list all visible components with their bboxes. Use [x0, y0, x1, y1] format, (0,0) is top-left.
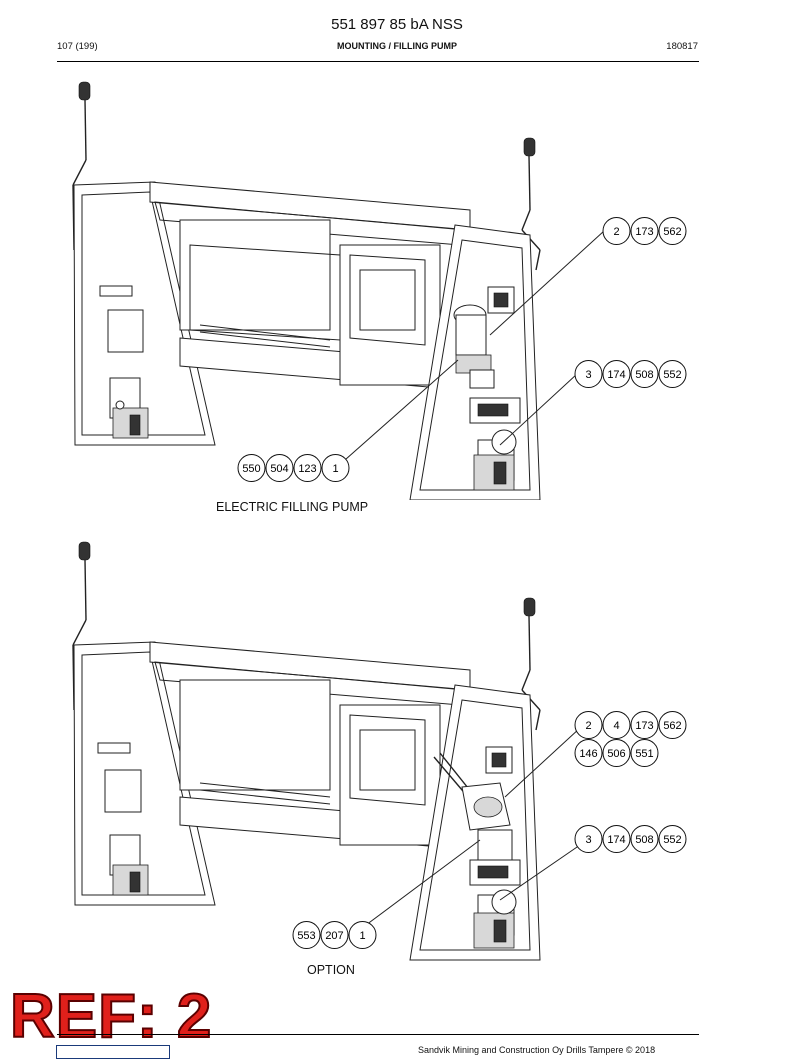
callout-group: 550 504 123 1	[237, 454, 350, 482]
caption-option: OPTION	[307, 963, 355, 977]
revision-date: 180817	[666, 41, 698, 52]
callout-bubble	[292, 921, 321, 949]
callout-bubble	[348, 921, 377, 949]
callout-group: 146 506 551	[574, 739, 659, 767]
frame-illustration	[72, 541, 541, 961]
callout-bubble	[321, 454, 350, 482]
callout-number: 1	[332, 463, 338, 475]
callout-bubble	[602, 825, 631, 853]
callout-bubble	[602, 360, 631, 388]
leader-lines	[361, 727, 581, 929]
callout-number: 504	[270, 463, 288, 475]
callout-number: 562	[663, 226, 681, 238]
callout-number: 174	[607, 834, 625, 846]
callout-number: 552	[663, 834, 681, 846]
callout-number: 506	[607, 748, 625, 760]
callout-bubble	[630, 739, 659, 767]
section-title: MOUNTING / FILLING PUMP	[337, 41, 457, 51]
callout-bubble	[602, 217, 631, 245]
callout-number: 2	[613, 226, 619, 238]
page-number: 107 (199)	[57, 41, 98, 52]
callout-bubble	[602, 739, 631, 767]
drawing-electric-filling-pump	[0, 70, 794, 500]
callout-number: 508	[635, 834, 653, 846]
company-logo	[56, 1045, 170, 1059]
callout-group: 2 173 562	[602, 217, 687, 245]
callout-bubble	[602, 711, 631, 739]
callout-number: 508	[635, 369, 653, 381]
callout-group: 2 4 173 562	[574, 711, 687, 739]
callout-number: 4	[613, 720, 619, 732]
drawing-option	[0, 535, 794, 965]
callout-number: 207	[325, 930, 343, 942]
callout-number: 173	[635, 226, 653, 238]
caption-electric-filling-pump: ELECTRIC FILLING PUMP	[216, 500, 369, 514]
callout-group: 3 174 508 552	[574, 825, 687, 853]
callout-number: 146	[579, 748, 597, 760]
callout-number: 562	[663, 720, 681, 732]
callout-bubble	[574, 711, 603, 739]
callout-bubble	[658, 360, 687, 388]
leader-lines	[336, 230, 605, 468]
callout-number: 3	[585, 834, 591, 846]
footer-copyright: Sandvik Mining and Construction Oy Drill…	[418, 1045, 656, 1055]
callout-bubble	[574, 825, 603, 853]
callout-bubble	[237, 454, 266, 482]
callout-number: 551	[635, 748, 653, 760]
callout-bubble	[658, 711, 687, 739]
callout-bubble	[293, 454, 322, 482]
frame-illustration	[72, 81, 541, 500]
callout-number: 2	[585, 720, 591, 732]
callout-number: 552	[663, 369, 681, 381]
callout-bubble	[574, 739, 603, 767]
callout-bubble	[658, 825, 687, 853]
callout-number: 550	[242, 463, 260, 475]
ref-stamp: REF: 2	[9, 982, 213, 1051]
callout-number: 174	[607, 369, 625, 381]
callout-number: 173	[635, 720, 653, 732]
callout-number: 3	[585, 369, 591, 381]
callout-bubble	[630, 217, 659, 245]
callout-group: 3 174 508 552	[574, 360, 687, 388]
callout-number: 123	[298, 463, 316, 475]
header-rule	[57, 61, 699, 62]
footer-rule	[57, 1034, 699, 1035]
callout-bubble	[574, 360, 603, 388]
callout-bubble	[658, 217, 687, 245]
callout-bubble	[320, 921, 349, 949]
document-number: 551 897 85 bA NSS	[331, 16, 463, 33]
callout-bubble	[630, 825, 659, 853]
callout-number: 553	[297, 930, 315, 942]
callout-bubble	[630, 360, 659, 388]
callout-group: 553 207 1	[292, 921, 377, 949]
callout-bubble	[630, 711, 659, 739]
callout-bubble	[265, 454, 294, 482]
callout-number: 1	[359, 930, 365, 942]
